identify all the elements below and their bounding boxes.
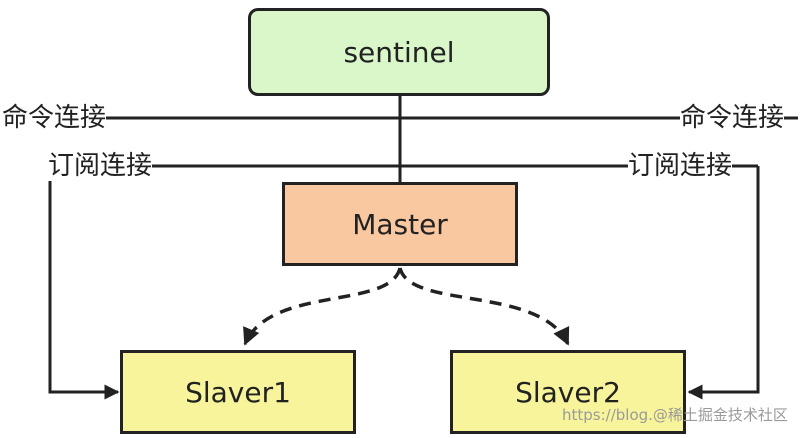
- replication-arrow-slave1: [243, 267, 402, 346]
- slave2-node: Slaver2: [450, 350, 686, 434]
- left-arrow-to-slave1: [48, 166, 120, 400]
- sentinel-node: sentinel: [248, 8, 550, 96]
- right-arrow-to-slave2: [687, 166, 760, 400]
- slave1-label: Slaver1: [185, 375, 291, 409]
- command-connection-label-right: 命令连接: [680, 103, 785, 133]
- command-connection-label-left: 命令连接: [2, 103, 107, 133]
- watermark: https://blog.@稀土掘金技术社区: [562, 406, 788, 424]
- master-node: Master: [282, 182, 518, 266]
- slave2-label: Slaver2: [515, 375, 621, 409]
- master-label: Master: [352, 207, 448, 241]
- subscribe-connection-label-left: 订阅连接: [48, 151, 153, 181]
- sentinel-label: sentinel: [343, 35, 455, 69]
- replication-arrow-slave2: [398, 267, 570, 346]
- slave1-node: Slaver1: [120, 350, 356, 434]
- subscribe-connection-label-right: 订阅连接: [628, 151, 733, 181]
